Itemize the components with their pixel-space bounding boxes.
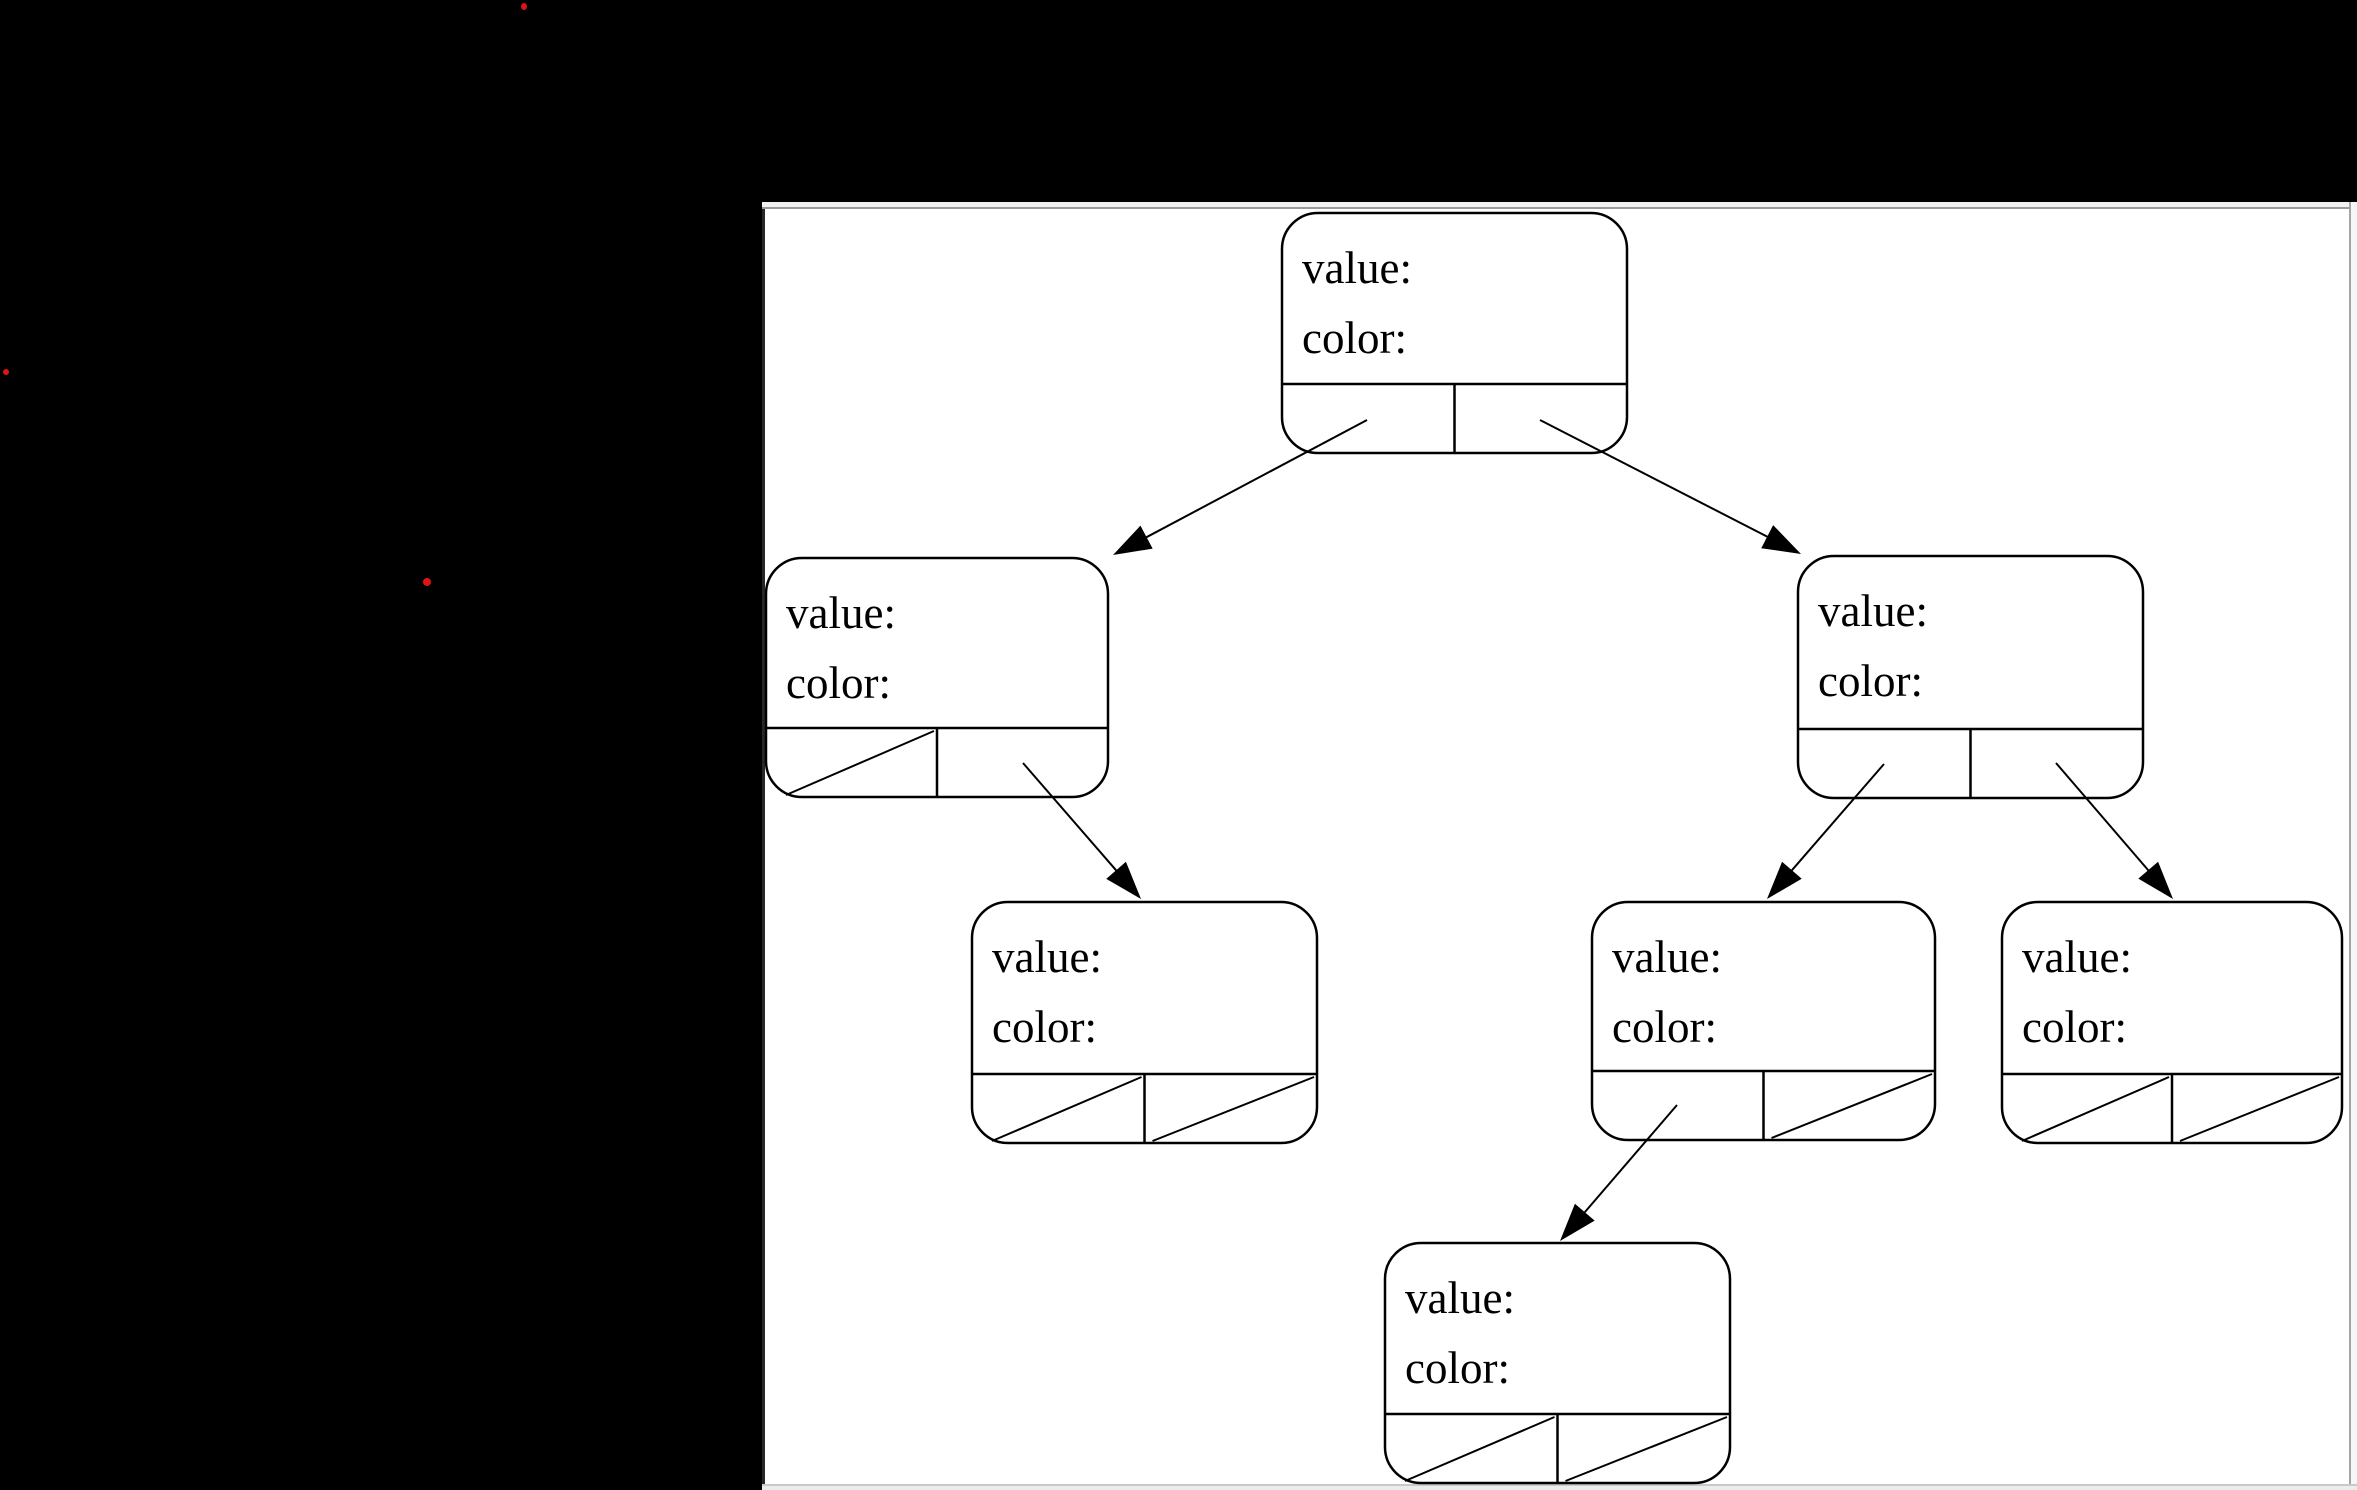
page-bottom-edge bbox=[762, 1484, 2357, 1490]
arrowhead-icon bbox=[1767, 861, 1802, 899]
edge-right-left-grandchild-left bbox=[1560, 1104, 1678, 1241]
bottom-node: value: color: bbox=[1383, 1241, 1732, 1485]
value-label: value: bbox=[1302, 243, 1412, 293]
null-right-pointer-slash bbox=[1152, 1076, 1315, 1142]
color-label: color: bbox=[1612, 1002, 1717, 1052]
root-node: value: color: bbox=[1280, 211, 1629, 455]
edge-line bbox=[2055, 762, 2153, 876]
edge-line bbox=[1022, 762, 1121, 876]
edge-line bbox=[1580, 1104, 1678, 1218]
color-label: color: bbox=[2022, 1002, 2127, 1052]
laser-dot-left bbox=[2, 368, 10, 376]
value-label: value: bbox=[2022, 932, 2132, 982]
color-label: color: bbox=[1818, 656, 1923, 706]
arrowhead-icon bbox=[1761, 525, 1801, 554]
left-child-node: value: color: bbox=[764, 556, 1110, 799]
laser-dot-top bbox=[521, 2, 527, 10]
null-right-pointer-slash bbox=[1565, 1416, 1728, 1482]
value-label: value: bbox=[992, 932, 1102, 982]
right-right-grandchild-node: value: color: bbox=[2000, 900, 2344, 1145]
page-top-edge bbox=[762, 202, 2357, 209]
edge-root-left bbox=[1113, 419, 1368, 555]
color-label: color: bbox=[992, 1002, 1097, 1052]
arrowhead-icon bbox=[1106, 861, 1141, 899]
null-left-pointer-slash bbox=[785, 730, 935, 796]
null-left-pointer-slash bbox=[2021, 1076, 2170, 1142]
edge-line bbox=[1787, 763, 1885, 876]
value-label: value: bbox=[1405, 1273, 1515, 1323]
laser-dot-middle bbox=[422, 577, 432, 587]
edge-left-child-right bbox=[1022, 762, 1141, 899]
page-right-edge bbox=[2349, 202, 2357, 1490]
null-left-pointer-slash bbox=[991, 1076, 1142, 1142]
null-right-pointer-slash bbox=[2179, 1076, 2340, 1142]
left-right-grandchild-node: value: color: bbox=[970, 900, 1319, 1145]
color-label: color: bbox=[1302, 313, 1407, 363]
edge-line bbox=[1140, 419, 1368, 541]
null-left-pointer-slash bbox=[1404, 1416, 1555, 1482]
edge-line bbox=[1539, 419, 1773, 541]
color-label: color: bbox=[1405, 1343, 1510, 1393]
right-left-grandchild-node: value: color: bbox=[1590, 900, 1937, 1142]
value-label: value: bbox=[786, 588, 896, 638]
edge-root-right bbox=[1539, 419, 1801, 554]
edge-right-child-right bbox=[2055, 762, 2173, 899]
value-label: value: bbox=[1612, 932, 1722, 982]
edge-right-child-left bbox=[1767, 763, 1885, 899]
arrowhead-icon bbox=[1560, 1203, 1595, 1241]
value-label: value: bbox=[1818, 586, 1928, 636]
null-right-pointer-slash bbox=[1771, 1073, 1933, 1139]
arrowhead-icon bbox=[2138, 861, 2173, 899]
arrowhead-icon bbox=[1113, 525, 1153, 555]
right-child-node: value: color: bbox=[1796, 554, 2145, 800]
color-label: color: bbox=[786, 658, 891, 708]
